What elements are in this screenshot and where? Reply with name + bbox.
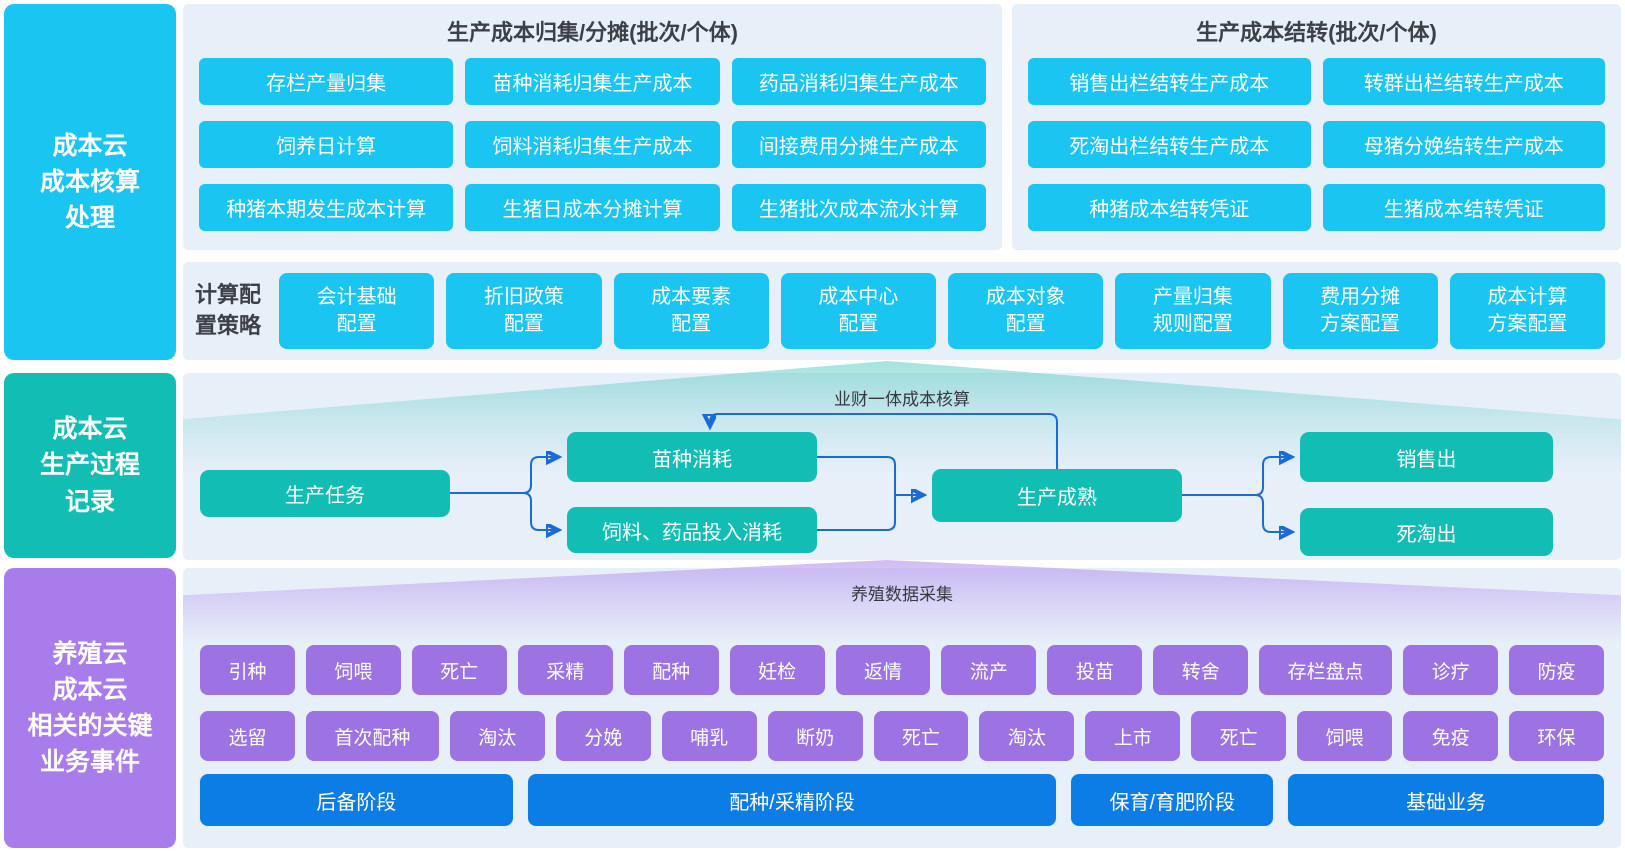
- event-chip: 配种: [623, 645, 719, 695]
- config-module: 折旧政策 配置: [446, 273, 602, 349]
- flow-node-production-mature: 生产成熟: [932, 469, 1182, 522]
- event-chip: 饲喂: [1297, 711, 1393, 761]
- cost-collection-grid: 存栏产量归集苗种消耗归集生产成本药品消耗归集生产成本饲养日计算饲料消耗归集生产成…: [199, 58, 986, 231]
- event-chip: 选留: [200, 711, 295, 761]
- event-chip: 死亡: [1191, 711, 1287, 761]
- event-chip: 防疫: [1509, 645, 1604, 695]
- event-row-2: 选留首次配种淘汰分娩哺乳断奶死亡淘汰上市死亡饲喂免疫环保: [200, 711, 1604, 761]
- cost-carryover-title: 生产成本结转(批次/个体): [1196, 20, 1437, 45]
- production-flow-panel: 业财一体成本核算 生产任务 苗种消耗 饲料、药品投入消耗 生产成熟 销售出 死淘…: [183, 361, 1621, 560]
- event-chip: 转舍: [1153, 645, 1249, 695]
- event-chip: 引种: [200, 645, 295, 695]
- cost-carryover-module: 生猪成本结转凭证: [1322, 184, 1605, 231]
- config-module: 产量归集 规则配置: [1115, 273, 1271, 349]
- config-module: 成本计算 方案配置: [1449, 273, 1605, 349]
- config-module: 会计基础 配置: [279, 273, 435, 349]
- event-chip: 上市: [1085, 711, 1181, 761]
- stage-bar: 保育/育肥阶段: [1071, 774, 1274, 826]
- event-row-1: 引种饲喂死亡采精配种妊检返情流产投苗转舍存栏盘点诊疗防疫: [200, 645, 1604, 695]
- event-chip: 返情: [835, 645, 931, 695]
- cost-collection-module: 药品消耗归集生产成本: [731, 58, 986, 105]
- flow-node-death-cull-out: 死淘出: [1300, 508, 1553, 556]
- cost-collection-module: 生猪批次成本流水计算: [731, 184, 986, 231]
- cost-collection-panel: 生产成本归集/分摊(批次/个体) 存栏产量归集苗种消耗归集生产成本药品消耗归集生…: [183, 4, 1002, 250]
- event-chip: 诊疗: [1403, 645, 1499, 695]
- cost-collection-module: 存栏产量归集: [199, 58, 454, 105]
- event-chip: 死亡: [873, 711, 969, 761]
- calculation-config-label: 计算配 置策略: [195, 282, 262, 338]
- event-chip: 采精: [517, 645, 613, 695]
- event-chip: 分娩: [555, 711, 651, 761]
- cost-carryover-grid: 销售出栏结转生产成本转群出栏结转生产成本死淘出栏结转生产成本母猪分娩结转生产成本…: [1028, 58, 1605, 231]
- config-module: 费用分摊 方案配置: [1282, 273, 1438, 349]
- event-chip: 淘汰: [449, 711, 545, 761]
- calculation-config-panel: 计算配 置策略 会计基础 配置折旧政策 配置成本要素 配置成本中心 配置成本对象…: [183, 262, 1621, 360]
- config-module: 成本中心 配置: [780, 273, 936, 349]
- event-chip: 存栏盘点: [1259, 645, 1393, 695]
- config-module: 成本要素 配置: [613, 273, 769, 349]
- stage-row: 后备阶段配种/采精阶段保育/育肥阶段基础业务: [200, 774, 1604, 826]
- event-chip: 首次配种: [305, 711, 439, 761]
- cost-collection-title: 生产成本归集/分摊(批次/个体): [447, 20, 738, 45]
- cost-collection-module: 间接费用分摊生产成本: [731, 121, 986, 168]
- event-chip: 投苗: [1047, 645, 1143, 695]
- cost-carryover-module: 种猪成本结转凭证: [1028, 184, 1311, 231]
- cost-collection-module: 生猪日成本分摊计算: [465, 184, 720, 231]
- event-chip: 免疫: [1403, 711, 1499, 761]
- event-chip: 妊检: [729, 645, 825, 695]
- flow-banner: 业财一体成本核算: [834, 390, 970, 409]
- stage-bar: 基础业务: [1288, 774, 1604, 826]
- cost-carryover-module: 母猪分娩结转生产成本: [1322, 121, 1605, 168]
- event-chip: 断奶: [767, 711, 863, 761]
- breeding-events-panel: 养殖数据采集 引种饲喂死亡采精配种妊检返情流产投苗转舍存栏盘点诊疗防疫 选留首次…: [183, 560, 1621, 848]
- event-chip: 流产: [941, 645, 1037, 695]
- cost-collection-module: 饲养日计算: [199, 121, 454, 168]
- stage-bar: 配种/采精阶段: [527, 774, 1057, 826]
- cost-carryover-panel: 生产成本结转(批次/个体) 销售出栏结转生产成本转群出栏结转生产成本死淘出栏结转…: [1012, 4, 1621, 250]
- rail-production-process-record: 成本云 生产过程 记录: [4, 373, 176, 558]
- cost-collection-module: 苗种消耗归集生产成本: [465, 58, 720, 105]
- stage-bar: 后备阶段: [200, 774, 513, 826]
- cost-collection-module: 种猪本期发生成本计算: [199, 184, 454, 231]
- flow-node-feed-medicine-consumption: 饲料、药品投入消耗: [567, 507, 817, 553]
- rail-cost-accounting-processing: 成本云 成本核算 处理: [4, 4, 176, 360]
- flow-node-production-task: 生产任务: [200, 470, 450, 517]
- event-chip: 环保: [1509, 711, 1604, 761]
- calculation-config-grid: 会计基础 配置折旧政策 配置成本要素 配置成本中心 配置成本对象 配置产量归集 …: [279, 273, 1605, 349]
- event-chip: 淘汰: [979, 711, 1075, 761]
- cost-carryover-module: 销售出栏结转生产成本: [1028, 58, 1311, 105]
- rail-breeding-business-events: 养殖云 成本云 相关的关键 业务事件: [4, 568, 176, 848]
- cost-carryover-module: 转群出栏结转生产成本: [1322, 58, 1605, 105]
- config-module: 成本对象 配置: [948, 273, 1104, 349]
- cost-collection-module: 饲料消耗归集生产成本: [465, 121, 720, 168]
- cost-carryover-module: 死淘出栏结转生产成本: [1028, 121, 1311, 168]
- flow-node-seedling-consumption: 苗种消耗: [567, 432, 817, 482]
- event-chip: 饲喂: [305, 645, 401, 695]
- events-banner: 养殖数据采集: [851, 585, 953, 604]
- event-chip: 哺乳: [661, 711, 757, 761]
- event-chip: 死亡: [411, 645, 507, 695]
- flow-node-sale-out: 销售出: [1300, 432, 1553, 482]
